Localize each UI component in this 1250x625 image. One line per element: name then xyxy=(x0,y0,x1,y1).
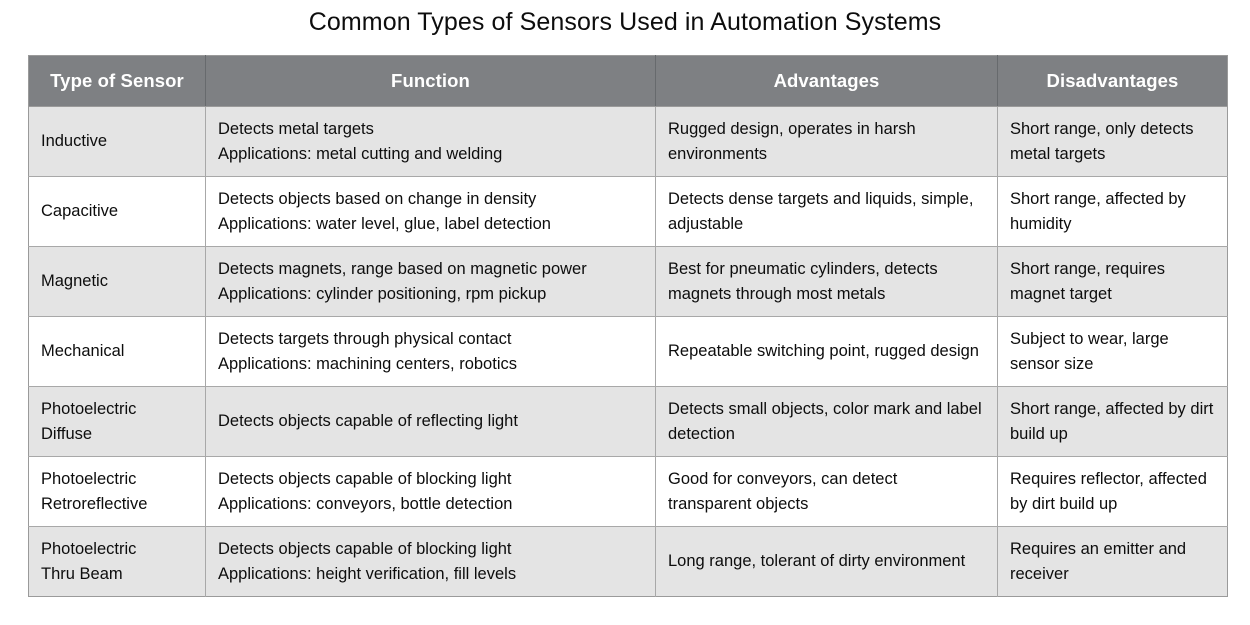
cell-function: Detects metal targets Applications: meta… xyxy=(205,106,656,177)
sensor-comparison-table: Type of Sensor Function Advantages Disad… xyxy=(28,55,1228,597)
cell-sensor-type: Inductive xyxy=(28,106,206,177)
cell-sensor-type: Mechanical xyxy=(28,316,206,387)
cell-advantages: Detects dense targets and liquids, simpl… xyxy=(655,176,998,247)
cell-disadvantages: Requires an emitter and receiver xyxy=(997,526,1228,597)
cell-function: Detects targets through physical contact… xyxy=(205,316,656,387)
column-header-disadvantages: Disadvantages xyxy=(997,55,1228,107)
cell-disadvantages: Requires reflector, affected by dirt bui… xyxy=(997,456,1228,527)
cell-function: Detects objects capable of blocking ligh… xyxy=(205,526,656,597)
cell-disadvantages: Short range, affected by dirt build up xyxy=(997,386,1228,457)
column-header-function: Function xyxy=(205,55,656,107)
cell-function: Detects magnets, range based on magnetic… xyxy=(205,246,656,317)
cell-advantages: Repeatable switching point, rugged desig… xyxy=(655,316,998,387)
cell-sensor-type: Capacitive xyxy=(28,176,206,247)
cell-advantages: Best for pneumatic cylinders, detects ma… xyxy=(655,246,998,317)
cell-advantages: Good for conveyors, can detect transpare… xyxy=(655,456,998,527)
cell-disadvantages: Short range, only detects metal targets xyxy=(997,106,1228,177)
cell-sensor-type: Photoelectric Retroreflective xyxy=(28,456,206,527)
table-header: Type of Sensor Function Advantages Disad… xyxy=(28,55,1228,107)
cell-sensor-type: Magnetic xyxy=(28,246,206,317)
cell-advantages: Detects small objects, color mark and la… xyxy=(655,386,998,457)
table-header-row: Type of Sensor Function Advantages Disad… xyxy=(28,55,1228,107)
cell-function: Detects objects capable of blocking ligh… xyxy=(205,456,656,527)
cell-sensor-type: Photoelectric Thru Beam xyxy=(28,526,206,597)
column-header-type-of-sensor: Type of Sensor xyxy=(28,55,206,107)
cell-sensor-type: Photoelectric Diffuse xyxy=(28,386,206,457)
cell-advantages: Long range, tolerant of dirty environmen… xyxy=(655,526,998,597)
cell-disadvantages: Subject to wear, large sensor size xyxy=(997,316,1228,387)
cell-function: Detects objects based on change in densi… xyxy=(205,176,656,247)
cell-disadvantages: Short range, requires magnet target xyxy=(997,246,1228,317)
cell-disadvantages: Short range, affected by humidity xyxy=(997,176,1228,247)
cell-advantages: Rugged design, operates in harsh environ… xyxy=(655,106,998,177)
cell-function: Detects objects capable of reflecting li… xyxy=(205,386,656,457)
sensor-table-container: Type of Sensor Function Advantages Disad… xyxy=(28,55,1228,597)
column-header-advantages: Advantages xyxy=(655,55,998,107)
page-title: Common Types of Sensors Used in Automati… xyxy=(308,8,942,36)
